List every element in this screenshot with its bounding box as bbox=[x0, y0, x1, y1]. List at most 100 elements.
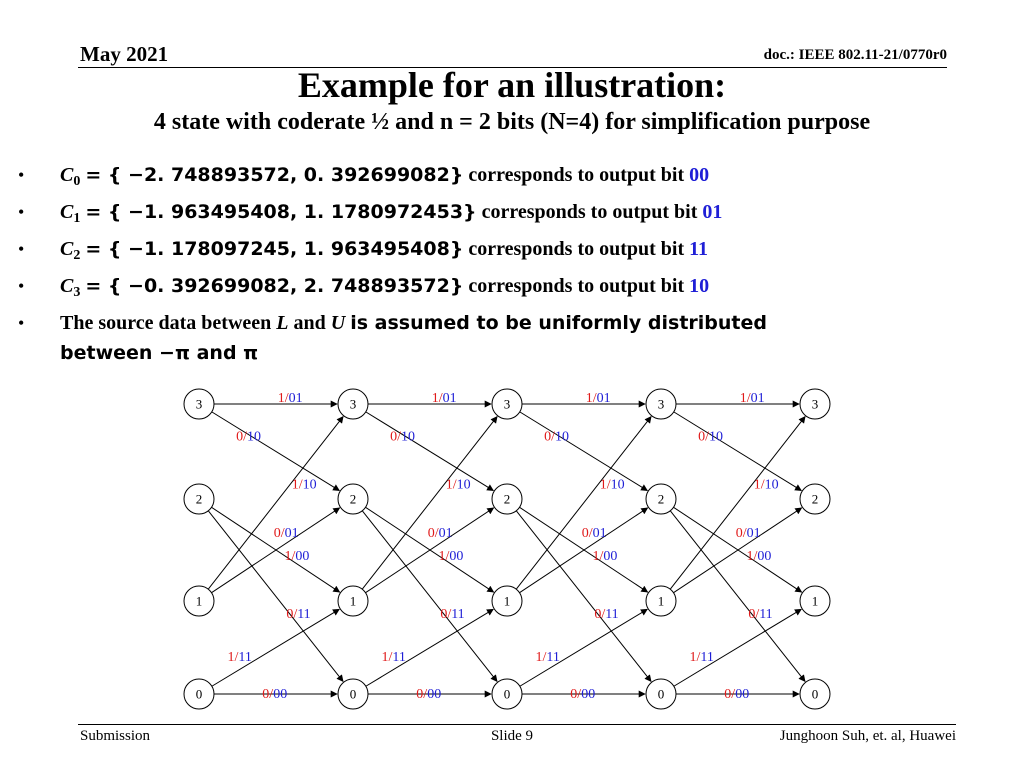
trellis-node-state-2: 2 bbox=[645, 483, 677, 515]
trellis-node-state-2: 2 bbox=[183, 483, 215, 515]
trellis-edge-2-to-0 bbox=[515, 510, 652, 682]
trellis-node-state-0: 0 bbox=[799, 678, 831, 710]
trellis-edge-label: 0/10 bbox=[698, 430, 723, 445]
bullet-dot: • bbox=[18, 165, 25, 185]
c2-symbol: C bbox=[60, 238, 74, 260]
slide-title: Example for an illustration: bbox=[297, 65, 727, 105]
trellis-node-state-3: 3 bbox=[183, 388, 215, 420]
trellis-node-state-0: 0 bbox=[645, 678, 677, 710]
trellis-edge-label: 1/00 bbox=[746, 549, 771, 564]
header-doc-id: doc.: IEEE 802.11-21/0770r0 bbox=[763, 47, 947, 63]
trellis-node-state-3: 3 bbox=[645, 388, 677, 420]
trellis-edge-label: 0/00 bbox=[262, 687, 287, 702]
trellis-edge-label: 0/01 bbox=[582, 526, 607, 541]
svg-text:0: 0 bbox=[196, 687, 203, 702]
trellis-edge-0-to-1 bbox=[211, 608, 340, 687]
trellis-edge-label: 0/10 bbox=[544, 430, 569, 445]
trellis-node-state-3: 3 bbox=[337, 388, 369, 420]
trellis-edge-label: 0/00 bbox=[570, 687, 595, 702]
c0-symbol: C bbox=[60, 164, 74, 186]
svg-text:2: 2 bbox=[196, 492, 203, 507]
trellis-edge-1-to-2 bbox=[519, 507, 649, 594]
footer-rule bbox=[78, 724, 956, 725]
trellis-edge-label: 1/01 bbox=[432, 391, 457, 406]
c1-subscript: 1 bbox=[73, 211, 81, 226]
svg-text:3: 3 bbox=[504, 397, 511, 412]
trellis-edge-3-to-2 bbox=[673, 411, 802, 492]
trellis-edge-label: 1/01 bbox=[278, 391, 303, 406]
trellis-edge-label: 1/00 bbox=[438, 549, 463, 564]
bullet-c0: • C0 = { −2. 748893572, 0. 392699082} co… bbox=[14, 160, 767, 197]
trellis-node-state-2: 2 bbox=[491, 483, 523, 515]
trellis-edge-1-to-2 bbox=[211, 507, 341, 594]
dist-part1: The source data between bbox=[60, 312, 272, 334]
svg-text:0: 0 bbox=[658, 687, 665, 702]
c0-subscript: 0 bbox=[73, 174, 81, 189]
c0-bits: 00 bbox=[689, 164, 710, 186]
trellis-edge-label: 0/11 bbox=[748, 607, 772, 622]
c0-set: = { −2. 748893572, 0. 392699082} bbox=[85, 164, 464, 186]
trellis-edge-label: 0/11 bbox=[440, 607, 464, 622]
trellis-edge-0-to-1 bbox=[365, 608, 494, 687]
trellis-edge-1-to-2 bbox=[365, 507, 495, 594]
svg-text:1: 1 bbox=[350, 594, 357, 609]
svg-text:0: 0 bbox=[504, 687, 511, 702]
trellis-node-state-0: 0 bbox=[491, 678, 523, 710]
footer-authors: Junghoon Suh, et. al, Huawei bbox=[779, 728, 956, 744]
c3-symbol: C bbox=[60, 275, 74, 297]
svg-text:1: 1 bbox=[658, 594, 665, 609]
bullet-c1: • C1 = { −1. 963495408, 1. 1780972453} c… bbox=[14, 197, 767, 234]
svg-text:3: 3 bbox=[812, 397, 819, 412]
svg-text:3: 3 bbox=[196, 397, 203, 412]
dist-line2: between −π and π bbox=[60, 342, 259, 364]
footer-slide-number: Slide 9 bbox=[490, 728, 534, 744]
trellis-edge-label: 1/00 bbox=[284, 549, 309, 564]
c0-text: corresponds to output bit bbox=[468, 164, 685, 186]
trellis-node-state-1: 1 bbox=[183, 585, 215, 617]
header-rule bbox=[78, 67, 947, 68]
trellis-node-state-3: 3 bbox=[799, 388, 831, 420]
c2-set: = { −1. 178097245, 1. 963495408} bbox=[85, 238, 464, 260]
trellis-edge-label: 0/01 bbox=[736, 526, 761, 541]
bullet-dot: • bbox=[18, 276, 25, 296]
svg-text:2: 2 bbox=[350, 492, 357, 507]
c2-bits: 11 bbox=[689, 238, 709, 260]
c1-set: = { −1. 963495408, 1. 1780972453} bbox=[85, 201, 477, 223]
trellis-edge-label: 0/11 bbox=[594, 607, 618, 622]
c2-subscript: 2 bbox=[73, 248, 81, 263]
bullet-c2: • C2 = { −1. 178097245, 1. 963495408} co… bbox=[14, 234, 767, 271]
svg-text:1: 1 bbox=[196, 594, 203, 609]
trellis-edge-2-to-0 bbox=[207, 510, 344, 682]
bullet-c3: • C3 = { −0. 392699082, 2. 748893572} co… bbox=[14, 271, 767, 308]
c1-text: corresponds to output bit bbox=[481, 201, 698, 223]
trellis-node-state-1: 1 bbox=[799, 585, 831, 617]
trellis-edge-label: 0/11 bbox=[286, 607, 310, 622]
dist-L: L bbox=[276, 312, 289, 334]
svg-text:2: 2 bbox=[504, 492, 511, 507]
c1-bits: 01 bbox=[702, 201, 723, 223]
trellis-edge-0-to-1 bbox=[673, 608, 802, 687]
trellis-edge-label: 1/01 bbox=[586, 391, 611, 406]
trellis-edge-label: 1/11 bbox=[536, 650, 560, 665]
dist-part2: is assumed to be uniformly distributed bbox=[350, 312, 768, 334]
bullet-list: • C0 = { −2. 748893572, 0. 392699082} co… bbox=[14, 160, 768, 364]
trellis-node-state-2: 2 bbox=[799, 483, 831, 515]
trellis-edge-1-to-3 bbox=[515, 416, 652, 590]
trellis-edge-label: 1/11 bbox=[690, 650, 714, 665]
trellis-node-state-1: 1 bbox=[337, 585, 369, 617]
dist-and: and bbox=[293, 312, 326, 334]
trellis-edge-3-to-2 bbox=[365, 411, 494, 492]
trellis-edge-1-to-3 bbox=[669, 416, 806, 590]
trellis-node-state-1: 1 bbox=[645, 585, 677, 617]
trellis-edge-label: 1/10 bbox=[292, 478, 317, 493]
trellis-edge-2-to-0 bbox=[361, 510, 498, 682]
svg-text:3: 3 bbox=[350, 397, 357, 412]
svg-text:2: 2 bbox=[812, 492, 819, 507]
trellis-edge-label: 0/00 bbox=[724, 687, 749, 702]
trellis-edge-label: 1/10 bbox=[754, 478, 779, 493]
trellis-edge-label: 1/11 bbox=[228, 650, 252, 665]
c2-text: corresponds to output bit bbox=[468, 238, 685, 260]
svg-text:1: 1 bbox=[504, 594, 511, 609]
trellis-edge-label: 0/01 bbox=[274, 526, 299, 541]
trellis-edge-label: 1/01 bbox=[740, 391, 765, 406]
